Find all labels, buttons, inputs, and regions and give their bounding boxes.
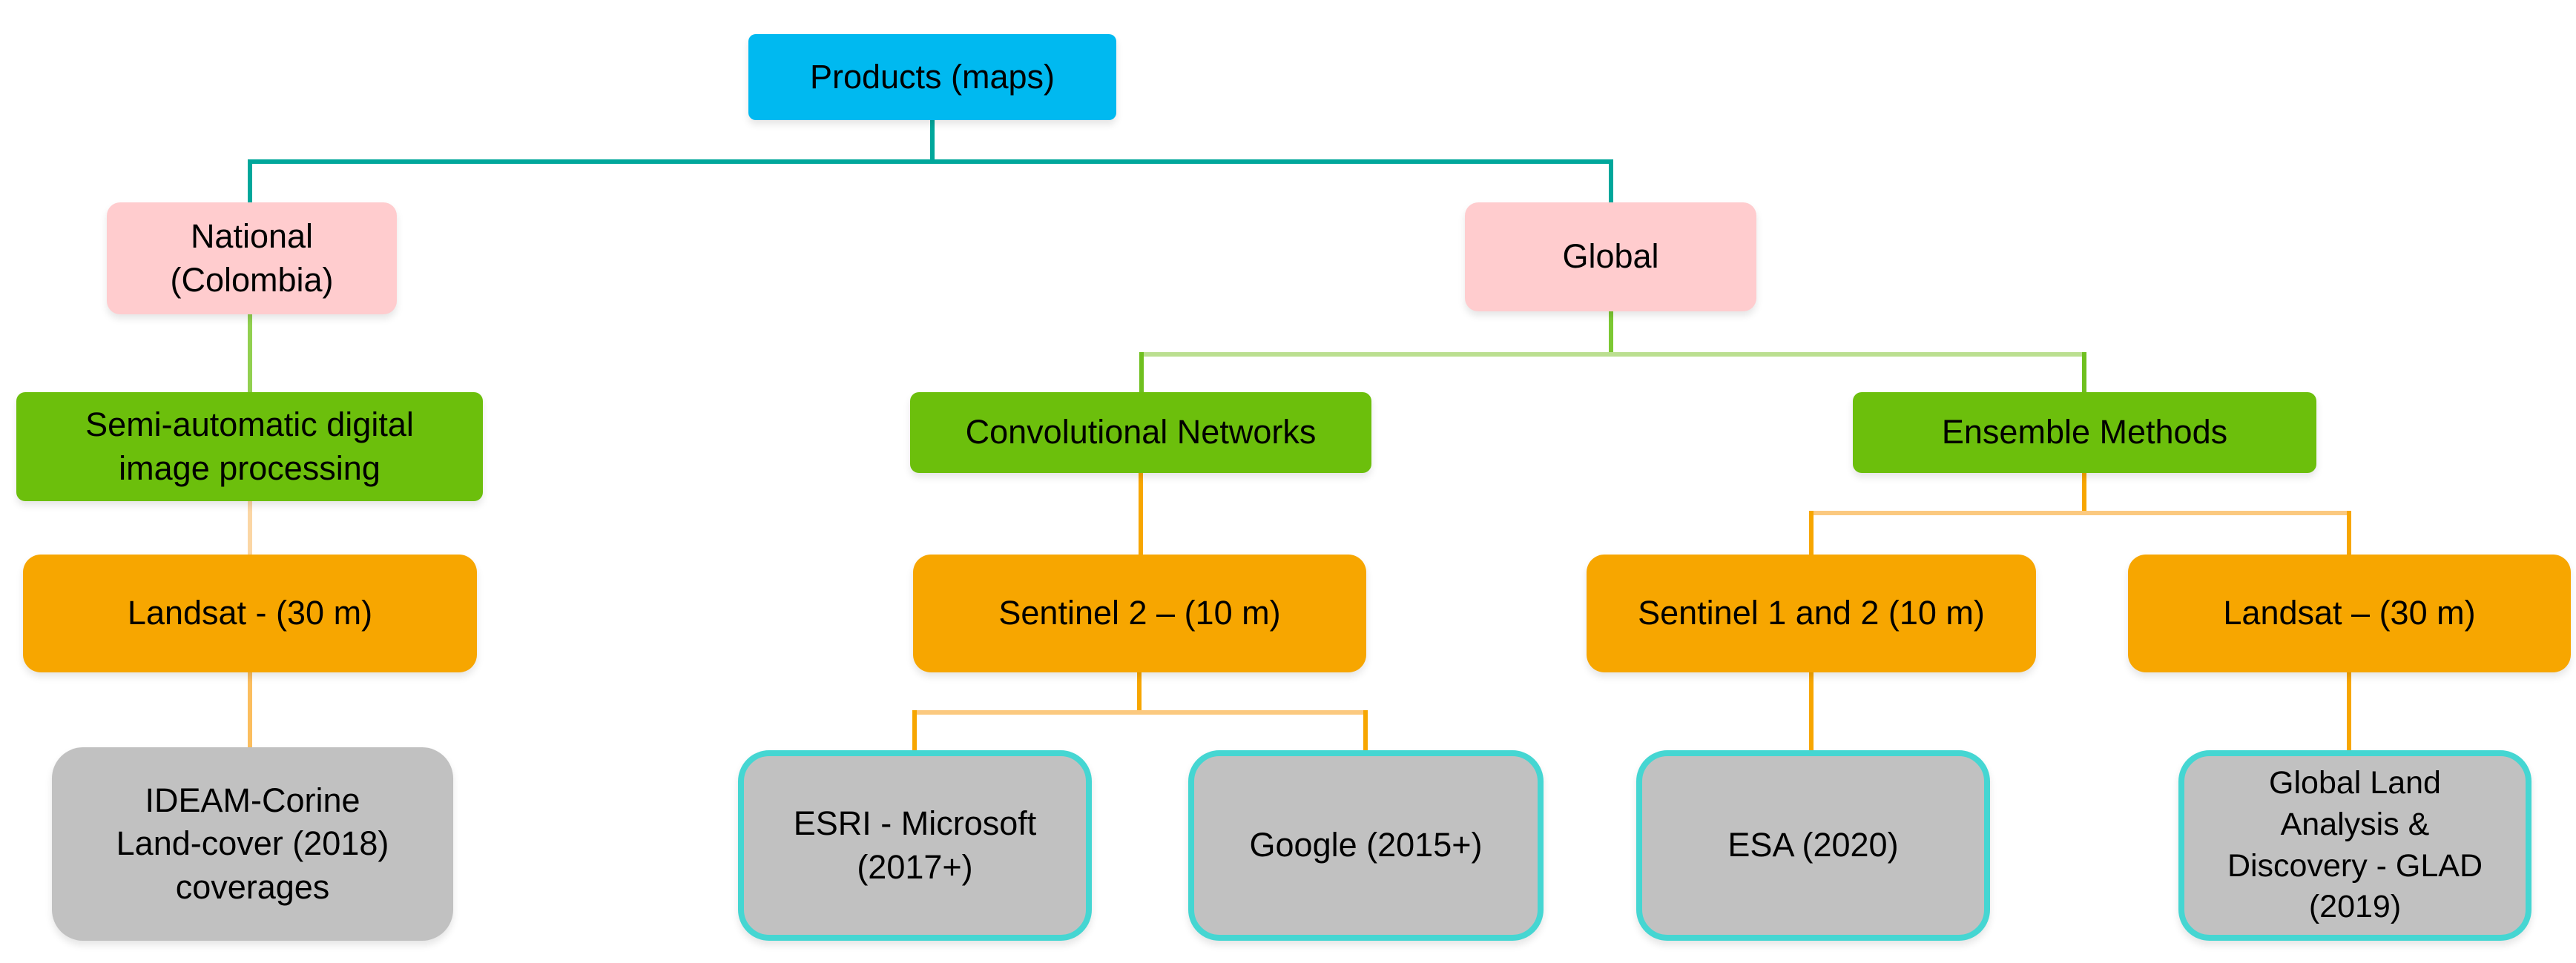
edge-landsatglobal-glad bbox=[2347, 671, 2351, 752]
node-products: Products (maps) bbox=[748, 34, 1116, 120]
edge-convolutional-stub bbox=[1139, 352, 1144, 394]
edge-convolutional-sentinel2 bbox=[1139, 471, 1143, 557]
edge-esri-stub bbox=[912, 710, 917, 752]
node-ensemble-methods: Ensemble Methods bbox=[1853, 392, 2316, 473]
edge-semi-landsat bbox=[248, 500, 252, 557]
node-semi-automatic: Semi-automatic digital image processing bbox=[16, 392, 483, 501]
edge-google-stub bbox=[1363, 710, 1368, 752]
node-landsat-global: Landsat – (30 m) bbox=[2128, 555, 2571, 672]
edge-sentinel12-esa bbox=[1809, 671, 1814, 752]
edge-products-down bbox=[930, 120, 935, 162]
node-glad: Global Land Analysis & Discovery - GLAD … bbox=[2178, 750, 2531, 941]
edge-sentinel12-stub bbox=[1809, 511, 1814, 557]
edge-global-hbar bbox=[1139, 352, 2086, 357]
edge-landsatglobal-stub bbox=[2347, 511, 2351, 557]
edge-ensemble-down bbox=[2082, 471, 2086, 514]
edge-ensemble-stub bbox=[2082, 352, 2086, 394]
edge-landsat-ideam bbox=[248, 671, 252, 749]
node-convolutional-networks: Convolutional Networks bbox=[910, 392, 1371, 473]
edge-national-semi bbox=[248, 313, 252, 394]
edge-global-stub bbox=[1609, 159, 1613, 205]
edge-national-stub bbox=[248, 159, 252, 205]
node-sentinel-1-2: Sentinel 1 and 2 (10 m) bbox=[1587, 555, 2036, 672]
node-landsat-national: Landsat - (30 m) bbox=[23, 555, 477, 672]
node-esa: ESA (2020) bbox=[1636, 750, 1990, 941]
node-google: Google (2015+) bbox=[1188, 750, 1544, 941]
edge-sentinel2-hbar bbox=[912, 710, 1368, 715]
edge-ensemble-hbar bbox=[1809, 511, 2351, 515]
node-national: National (Colombia) bbox=[107, 202, 397, 314]
edge-global-down bbox=[1609, 310, 1613, 354]
node-sentinel2: Sentinel 2 – (10 m) bbox=[913, 555, 1366, 672]
edge-sentinel2-down bbox=[1137, 671, 1142, 714]
node-global: Global bbox=[1465, 202, 1756, 311]
node-esri-microsoft: ESRI - Microsoft (2017+) bbox=[738, 750, 1092, 941]
node-ideam-corine: IDEAM-Corine Land-cover (2018) coverages bbox=[52, 747, 453, 941]
edge-products-hbar bbox=[248, 159, 1613, 164]
